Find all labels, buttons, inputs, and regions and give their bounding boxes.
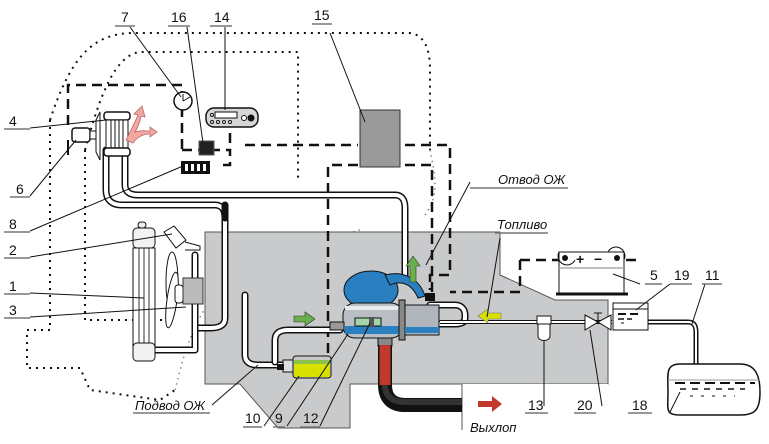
label-fuel: Топливо <box>497 217 547 232</box>
callout-labels: 4 6 7 16 14 15 8 2 1 3 5 19 11 18 20 13 … <box>4 7 722 428</box>
exhaust-arrow <box>478 396 502 412</box>
callout-7: 7 <box>121 9 129 25</box>
callout-15: 15 <box>314 7 330 23</box>
heater-core <box>103 111 131 157</box>
control-panel[interactable] <box>205 107 259 128</box>
exhaust-pipe <box>378 345 462 412</box>
callout-20: 20 <box>577 397 593 413</box>
callout-18: 18 <box>632 397 648 413</box>
cabin-fan-motor <box>67 111 101 161</box>
fuel-tank <box>667 363 761 416</box>
warm-air-arrows <box>125 105 158 144</box>
callout-19: 19 <box>674 267 690 283</box>
control-unit <box>359 109 401 168</box>
fuse-block <box>181 161 210 174</box>
wiring-harness <box>66 83 636 355</box>
radiator <box>132 221 156 362</box>
coolant-out-arrow <box>405 255 421 283</box>
battery: + − <box>556 246 628 296</box>
label-exhaust: Выхлоп <box>470 420 516 435</box>
fuel-valve[interactable] <box>584 312 612 331</box>
engine-fan <box>165 251 204 329</box>
label-coolant-out: Отвод ОЖ <box>498 172 566 187</box>
callout-16: 16 <box>171 9 187 25</box>
cab-outline <box>26 32 436 402</box>
battery-minus: − <box>594 251 602 267</box>
callout-13: 13 <box>528 397 544 413</box>
circulation-pump <box>277 355 332 379</box>
fuel-line <box>440 319 699 415</box>
callout-14: 14 <box>214 9 230 25</box>
heater-unit <box>329 270 440 347</box>
callout-8: 8 <box>9 216 17 232</box>
thermostat <box>163 225 201 251</box>
callout-1: 1 <box>9 278 17 294</box>
callout-2: 2 <box>9 242 17 258</box>
callout-6: 6 <box>16 181 24 197</box>
fuel-dosing-tank <box>612 302 649 331</box>
battery-plus: + <box>576 251 584 267</box>
label-coolant-in: Подвод ОЖ <box>135 398 206 413</box>
fuel-filter <box>536 315 552 341</box>
callout-12: 12 <box>303 410 319 426</box>
coolant-in-arrow <box>293 311 316 327</box>
callout-9: 9 <box>275 410 283 426</box>
callout-5: 5 <box>650 267 658 283</box>
callout-4: 4 <box>9 113 17 129</box>
callout-leaders <box>29 26 706 427</box>
callout-11: 11 <box>705 267 720 283</box>
temperature-gauge <box>173 91 193 111</box>
relay-block <box>198 140 215 156</box>
exhaust-area <box>462 384 608 385</box>
callout-3: 3 <box>9 302 17 318</box>
flow-labels: Отвод ОЖ Топливо Подвод ОЖ Выхлоп <box>133 172 568 435</box>
callout-10: 10 <box>245 410 261 426</box>
